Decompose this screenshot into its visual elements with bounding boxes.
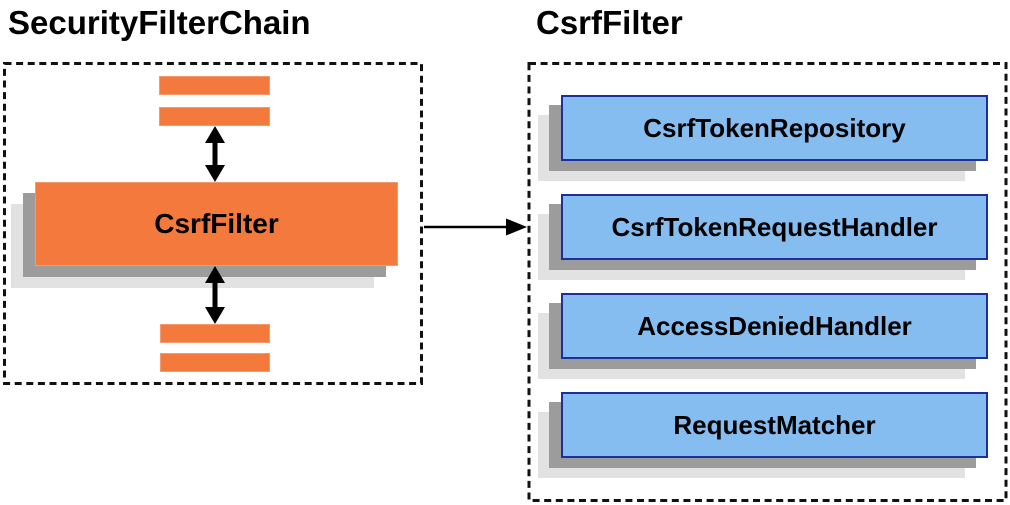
- component-label: CsrfTokenRepository: [643, 112, 906, 143]
- component-label: CsrfTokenRequestHandler: [611, 211, 938, 242]
- component-stack-request-matcher: RequestMatcher: [538, 392, 992, 482]
- component-stack-csrf-token-repository: CsrfTokenRepository: [538, 95, 992, 185]
- filter-placeholder-bar-bottom-1: [160, 324, 270, 343]
- component-box-access-denied-handler: AccessDeniedHandler: [561, 293, 988, 359]
- csrf-filter-stack: CsrfFilter: [11, 182, 401, 292]
- left-panel-title: SecurityFilterChain: [8, 4, 311, 41]
- component-label: RequestMatcher: [673, 409, 876, 440]
- component-label: AccessDeniedHandler: [637, 310, 912, 341]
- component-stack-access-denied-handler: AccessDeniedHandler: [538, 293, 992, 383]
- filter-placeholder-bar-bottom-2: [160, 353, 270, 372]
- bidirectional-arrow-top: [205, 126, 225, 182]
- filter-placeholder-bar-top-2: [159, 107, 270, 126]
- component-box-csrf-token-request-handler: CsrfTokenRequestHandler: [561, 194, 988, 260]
- filter-placeholder-bar-top-1: [159, 76, 270, 95]
- component-box-csrf-token-repository: CsrfTokenRepository: [561, 95, 988, 161]
- component-stack-csrf-token-request-handler: CsrfTokenRequestHandler: [538, 194, 992, 284]
- flow-arrow-right: [424, 218, 527, 236]
- csrf-filter-box-label: CsrfFilter: [154, 208, 279, 239]
- right-panel-title: CsrfFilter: [536, 4, 683, 41]
- csrf-filter-box: CsrfFilter: [35, 182, 398, 266]
- component-box-request-matcher: RequestMatcher: [561, 392, 988, 458]
